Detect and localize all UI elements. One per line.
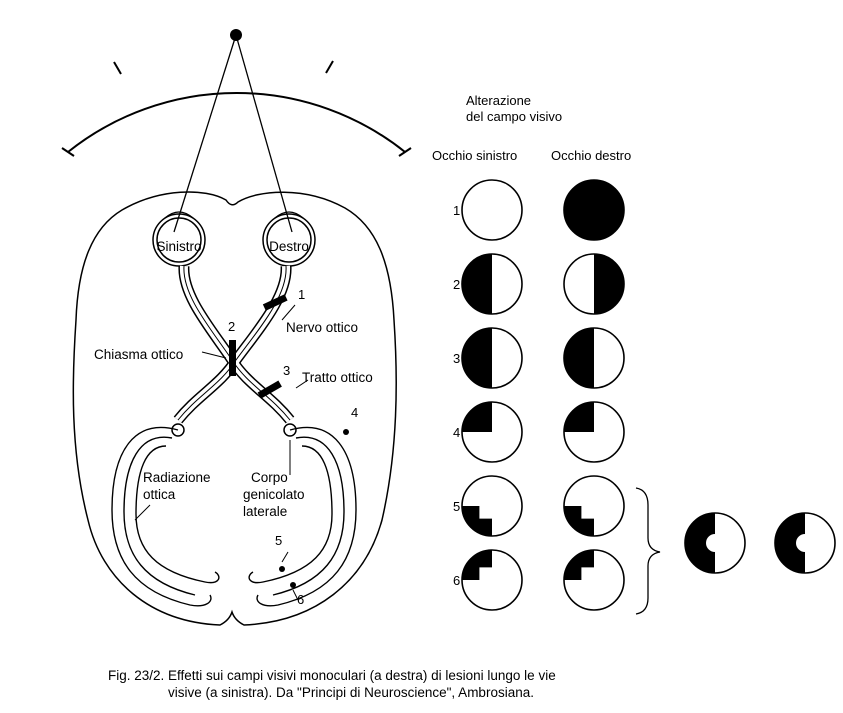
caption-line-2: visive (a sinistra). Da "Principi di Neu… xyxy=(168,685,534,700)
brain-outline xyxy=(72,191,397,626)
label-radiation-line2: ottica xyxy=(143,487,176,502)
row-number-6: 6 xyxy=(453,573,460,588)
label-pointers xyxy=(134,304,309,601)
field-circles xyxy=(461,179,836,611)
row-number-5: 5 xyxy=(453,499,460,514)
row-number-1: 1 xyxy=(453,203,460,218)
lesion-number-6: 6 xyxy=(297,592,304,607)
label-chiasm: Chiasma ottico xyxy=(94,347,183,362)
lesion-numbers: 1 2 3 4 5 6 xyxy=(228,287,358,607)
optic-radiations xyxy=(111,426,357,607)
right-eye-label: Destro xyxy=(269,239,309,254)
light-rays xyxy=(173,34,293,233)
label-lgn-line3: laterale xyxy=(243,504,287,519)
label-optic-tract: Tratto ottico xyxy=(302,370,373,385)
field-right-eye-6 xyxy=(563,549,625,611)
row-number-4: 4 xyxy=(453,425,460,440)
field-left-eye-3 xyxy=(461,327,523,389)
field-right-eye-2 xyxy=(563,253,625,315)
field-right-eye-1 xyxy=(563,179,625,241)
row-numbers: 1 2 3 4 5 6 xyxy=(453,203,460,588)
lateral-geniculate-bodies xyxy=(171,423,297,437)
grouping-brace xyxy=(635,487,661,615)
fields-title-line1: Alterazione xyxy=(466,93,531,108)
lesion-marks xyxy=(229,294,349,588)
figure-caption: Fig. 23/2. Effetti sui campi visivi mono… xyxy=(108,667,828,701)
label-lgn-line1: Corpo xyxy=(251,470,288,485)
field-left-eye-6 xyxy=(461,549,523,611)
row-number-2: 2 xyxy=(453,277,460,292)
field-combined-2 xyxy=(774,512,836,574)
label-radiation-line1: Radiazione xyxy=(143,470,211,485)
field-left-eye-5 xyxy=(461,475,523,537)
field-right-eye-3 xyxy=(563,327,625,389)
field-left-eye-2 xyxy=(461,253,523,315)
visual-field-arc xyxy=(61,60,412,157)
field-right-eye-4 xyxy=(563,401,625,463)
fields-title-line2: del campo visivo xyxy=(466,109,562,124)
column-header-right-eye: Occhio destro xyxy=(551,148,631,163)
row-number-3: 3 xyxy=(453,351,460,366)
label-lgn-line2: genicolato xyxy=(243,487,305,502)
lesion-number-4: 4 xyxy=(351,405,358,420)
field-left-eye-1 xyxy=(461,179,523,241)
lesion-number-1: 1 xyxy=(298,287,305,302)
field-left-eye-4 xyxy=(461,401,523,463)
field-combined-1 xyxy=(684,512,746,574)
lesion-number-5: 5 xyxy=(275,533,282,548)
lesion-number-2: 2 xyxy=(228,319,235,334)
field-right-eye-5 xyxy=(563,475,625,537)
left-eye-label: Sinistro xyxy=(156,239,201,254)
visual-pathway-figure: Sinistro Destro xyxy=(61,29,836,626)
lesion-number-3: 3 xyxy=(283,363,290,378)
caption-line-1: Fig. 23/2. Effetti sui campi visivi mono… xyxy=(108,668,556,683)
column-header-left-eye: Occhio sinistro xyxy=(432,148,517,163)
label-optic-nerve: Nervo ottico xyxy=(286,320,358,335)
